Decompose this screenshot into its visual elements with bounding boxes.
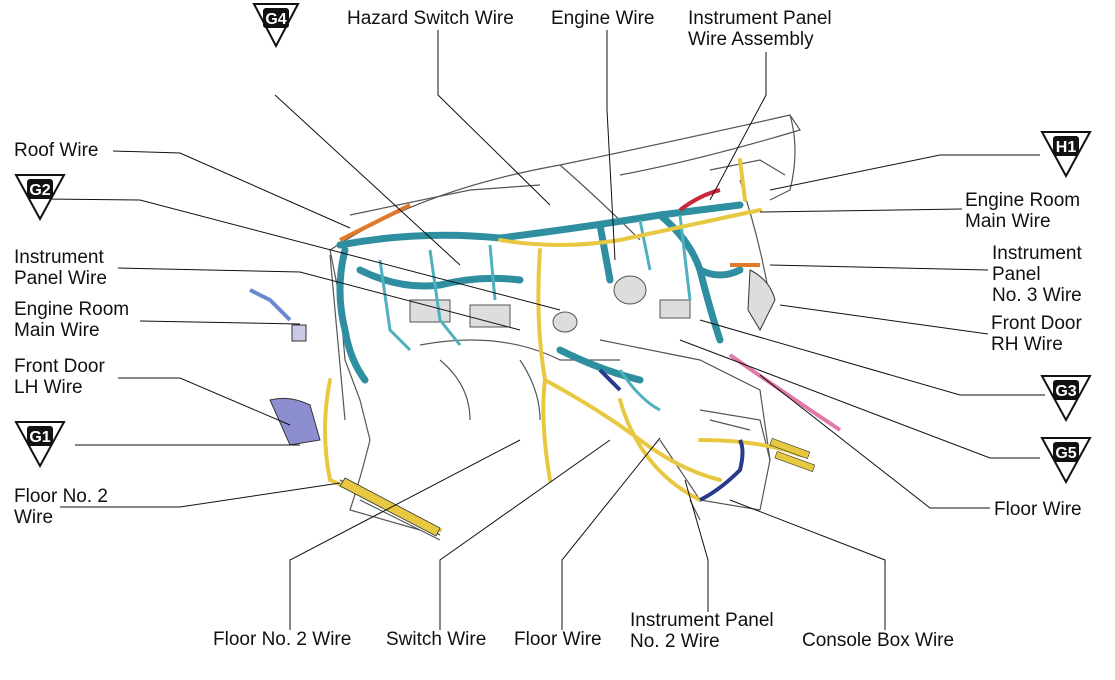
- label-floor-wire-right: Floor Wire: [994, 499, 1082, 520]
- ground-point-g5: G5: [1040, 436, 1100, 484]
- label-hazard-switch-wire: Hazard Switch Wire: [347, 8, 514, 29]
- label-front-door-lh-wire: Front Door LH Wire: [14, 356, 105, 398]
- teal-branches: [378, 214, 692, 412]
- label-front-door-rh-wire: Front Door RH Wire: [991, 313, 1082, 355]
- dashboard-outline: [329, 114, 801, 541]
- label-engine-wire: Engine Wire: [551, 8, 655, 29]
- label-instrument-panel-wire-assembly: Instrument Panel Wire Assembly: [688, 8, 832, 50]
- svg-text:G2: G2: [29, 182, 50, 199]
- svg-text:G4: G4: [265, 11, 286, 28]
- ground-point-g2: G2: [14, 173, 74, 221]
- label-floor-wire-bottom: Floor Wire: [514, 629, 602, 650]
- svg-text:G1: G1: [29, 429, 50, 446]
- floor-runner: [339, 477, 441, 537]
- navy-wires: [598, 368, 745, 502]
- label-floor-no2-wire-left: Floor No. 2 Wire: [14, 486, 108, 528]
- ground-point-g4: G4: [252, 2, 312, 50]
- orange-red-wires: [339, 188, 760, 267]
- label-console-box-wire: Console Box Wire: [802, 630, 955, 651]
- leader-lines: [44, 30, 1045, 630]
- ground-point-g1: G1: [14, 420, 74, 468]
- teal-harness: [336, 201, 744, 384]
- label-instrument-panel-no3-wire: Instrument Panel No. 3 Wire: [992, 243, 1082, 306]
- ground-point-h1: H1: [1040, 130, 1100, 178]
- yellow-wires: [323, 158, 802, 532]
- svg-text:G5: G5: [1055, 445, 1076, 462]
- svg-text:H1: H1: [1056, 139, 1077, 156]
- label-instrument-panel-no2-wire: Instrument Panel No. 2 Wire: [630, 610, 774, 652]
- label-instrument-panel-wire: Instrument Panel Wire: [14, 247, 107, 289]
- label-roof-wire: Roof Wire: [14, 140, 99, 161]
- label-engine-room-main-wire-right: Engine Room Main Wire: [965, 190, 1081, 232]
- svg-text:G3: G3: [1055, 383, 1076, 400]
- door-connectors: [249, 269, 816, 472]
- dashboard-details: [409, 275, 691, 333]
- label-engine-room-main-wire-left: Engine Room Main Wire: [14, 299, 130, 341]
- label-switch-wire: Switch Wire: [386, 629, 487, 650]
- pink-wire: [728, 353, 842, 432]
- label-floor-no2-wire-bottom: Floor No. 2 Wire: [213, 629, 352, 650]
- ground-point-g3: G3: [1040, 374, 1100, 422]
